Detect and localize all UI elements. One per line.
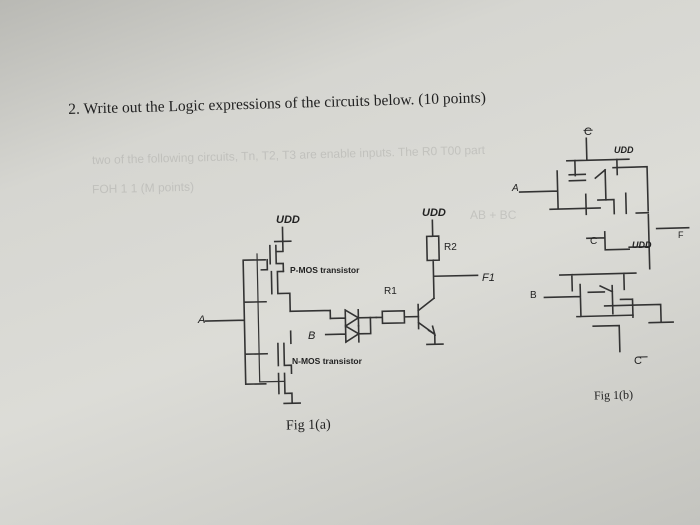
r2-label: R2 <box>444 242 457 253</box>
fig-a-input-a-label: A <box>197 314 205 326</box>
fig-b-vdd-mid: UDD <box>632 240 652 250</box>
fig-b-output-f: F <box>678 230 684 240</box>
fig-a-vdd-right-label: UDD <box>422 207 446 219</box>
nmos-label: N-MOS transistor <box>292 356 363 366</box>
faint-bleed-through-line-3: AB + BC <box>470 208 517 222</box>
fig-b-c-bar-top: C <box>584 126 592 138</box>
f1-output-label: F1 <box>482 272 495 284</box>
pmos-label: P-MOS transistor <box>290 265 360 275</box>
fig-b-c-bar-bottom: C <box>634 355 642 367</box>
fig-b-input-b: B <box>530 290 537 301</box>
fig-b-input-c: C <box>590 236 597 247</box>
fig-1b-caption: Fig 1(b) <box>593 387 634 403</box>
fig-1a-caption: Fig 1(a) <box>285 417 331 434</box>
fig-b-vdd-top: UDD <box>614 145 634 155</box>
fig-1a-circuit <box>204 219 479 405</box>
fig-a-input-b-label: B <box>308 330 315 342</box>
r1-label: R1 <box>384 286 397 297</box>
fig-1b-circuit <box>518 129 690 358</box>
fig-a-vdd-left-label: UDD <box>276 214 300 226</box>
fig-b-input-a: A <box>511 183 519 194</box>
